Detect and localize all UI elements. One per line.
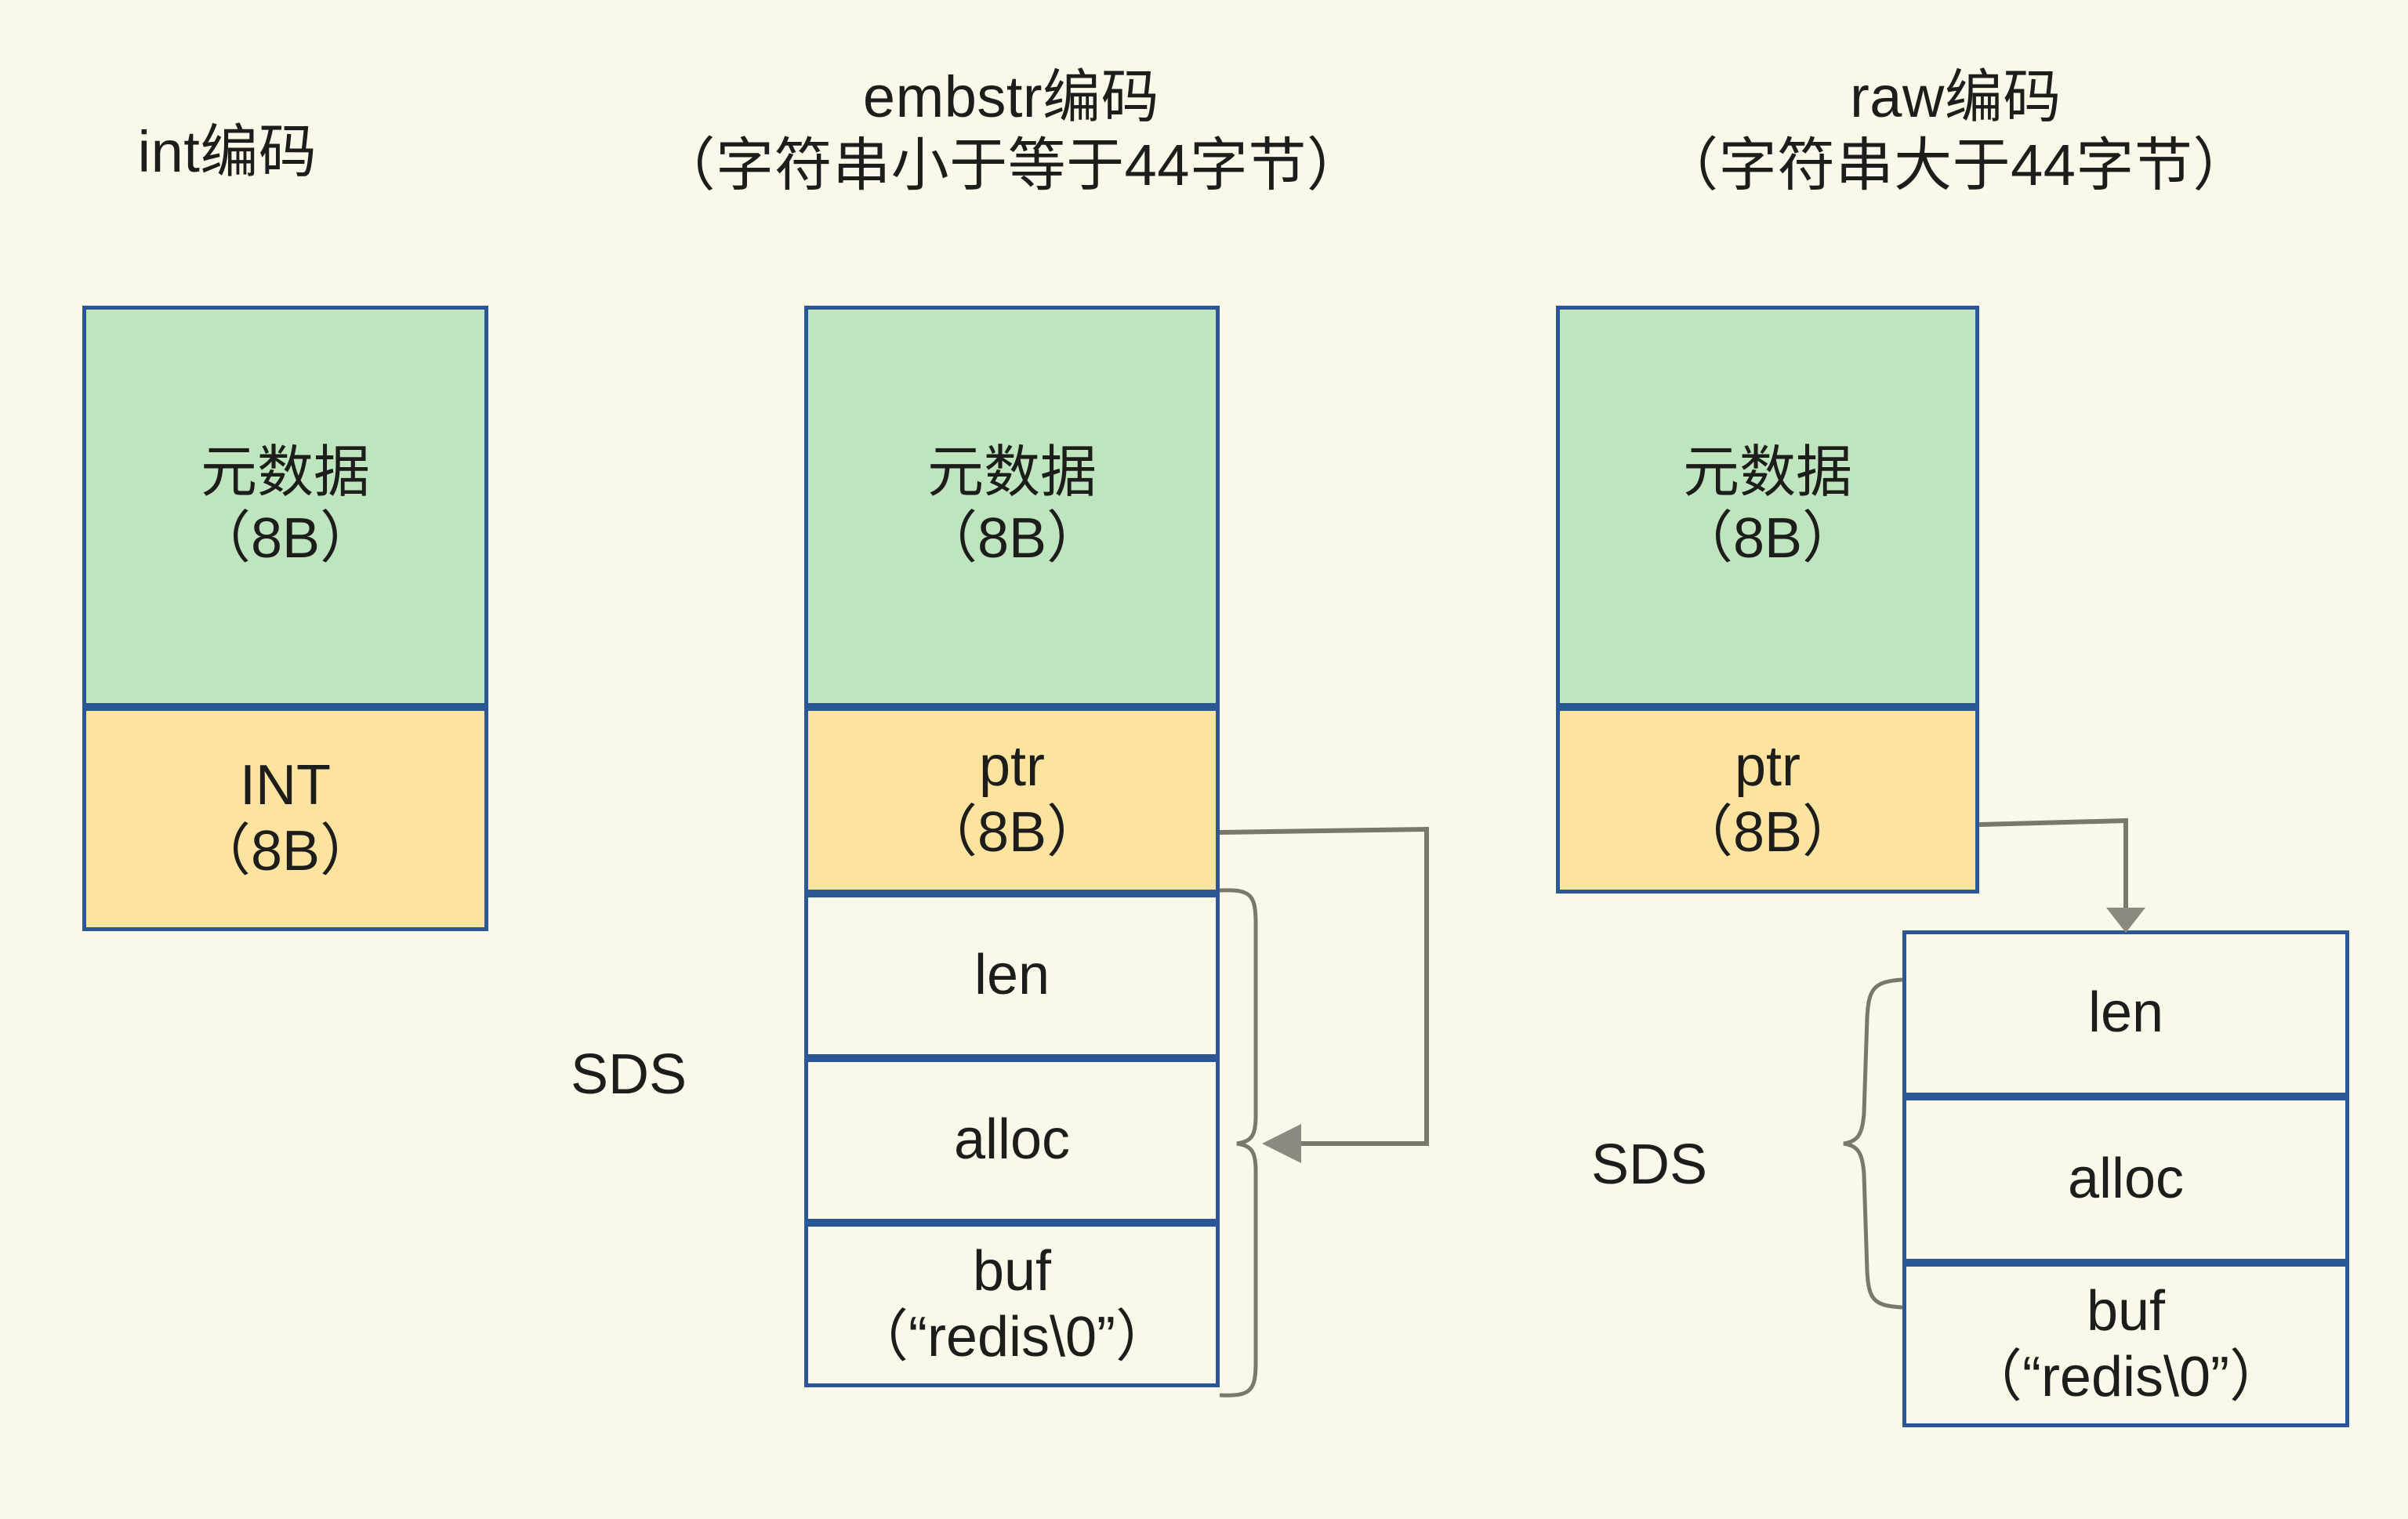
raw-metadata-block: 元数据 （8B） xyxy=(1556,306,1979,707)
int-value-block: INT （8B） xyxy=(82,707,488,931)
embstr-sds-brace xyxy=(1219,888,1258,1398)
embstr-ptr-block: ptr （8B） xyxy=(804,707,1220,894)
header-int-encoding: int编码 xyxy=(137,119,317,184)
int-metadata-block: 元数据 （8B） xyxy=(82,306,488,707)
header-raw-encoding: raw编码 （字符串大于44字节） xyxy=(1660,64,2251,198)
embstr-sds-len-block: len xyxy=(804,894,1220,1058)
header-embstr-encoding: embstr编码 （字符串小于等于44字节） xyxy=(657,64,1365,198)
embstr-ptr-arrowhead xyxy=(1262,1124,1301,1163)
embstr-sds-buf-block: buf （“redis\0”） xyxy=(804,1223,1220,1387)
raw-sds-brace xyxy=(1843,977,1903,1310)
raw-sds-buf-block: buf （“redis\0”） xyxy=(1902,1263,2349,1427)
embstr-sds-alloc-block: alloc xyxy=(804,1058,1220,1223)
raw-sds-len-block: len xyxy=(1902,930,2349,1097)
embstr-ptr-connector-line xyxy=(1219,826,1429,1146)
raw-sds-alloc-block: alloc xyxy=(1902,1097,2349,1263)
raw-ptr-arrowhead xyxy=(2106,908,2145,933)
embstr-metadata-block: 元数据 （8B） xyxy=(804,306,1220,707)
embstr-sds-label: SDS xyxy=(571,1043,687,1106)
raw-ptr-block: ptr （8B） xyxy=(1556,707,1979,894)
raw-sds-label: SDS xyxy=(1591,1133,1708,1196)
raw-ptr-connector-line xyxy=(1978,818,2128,908)
